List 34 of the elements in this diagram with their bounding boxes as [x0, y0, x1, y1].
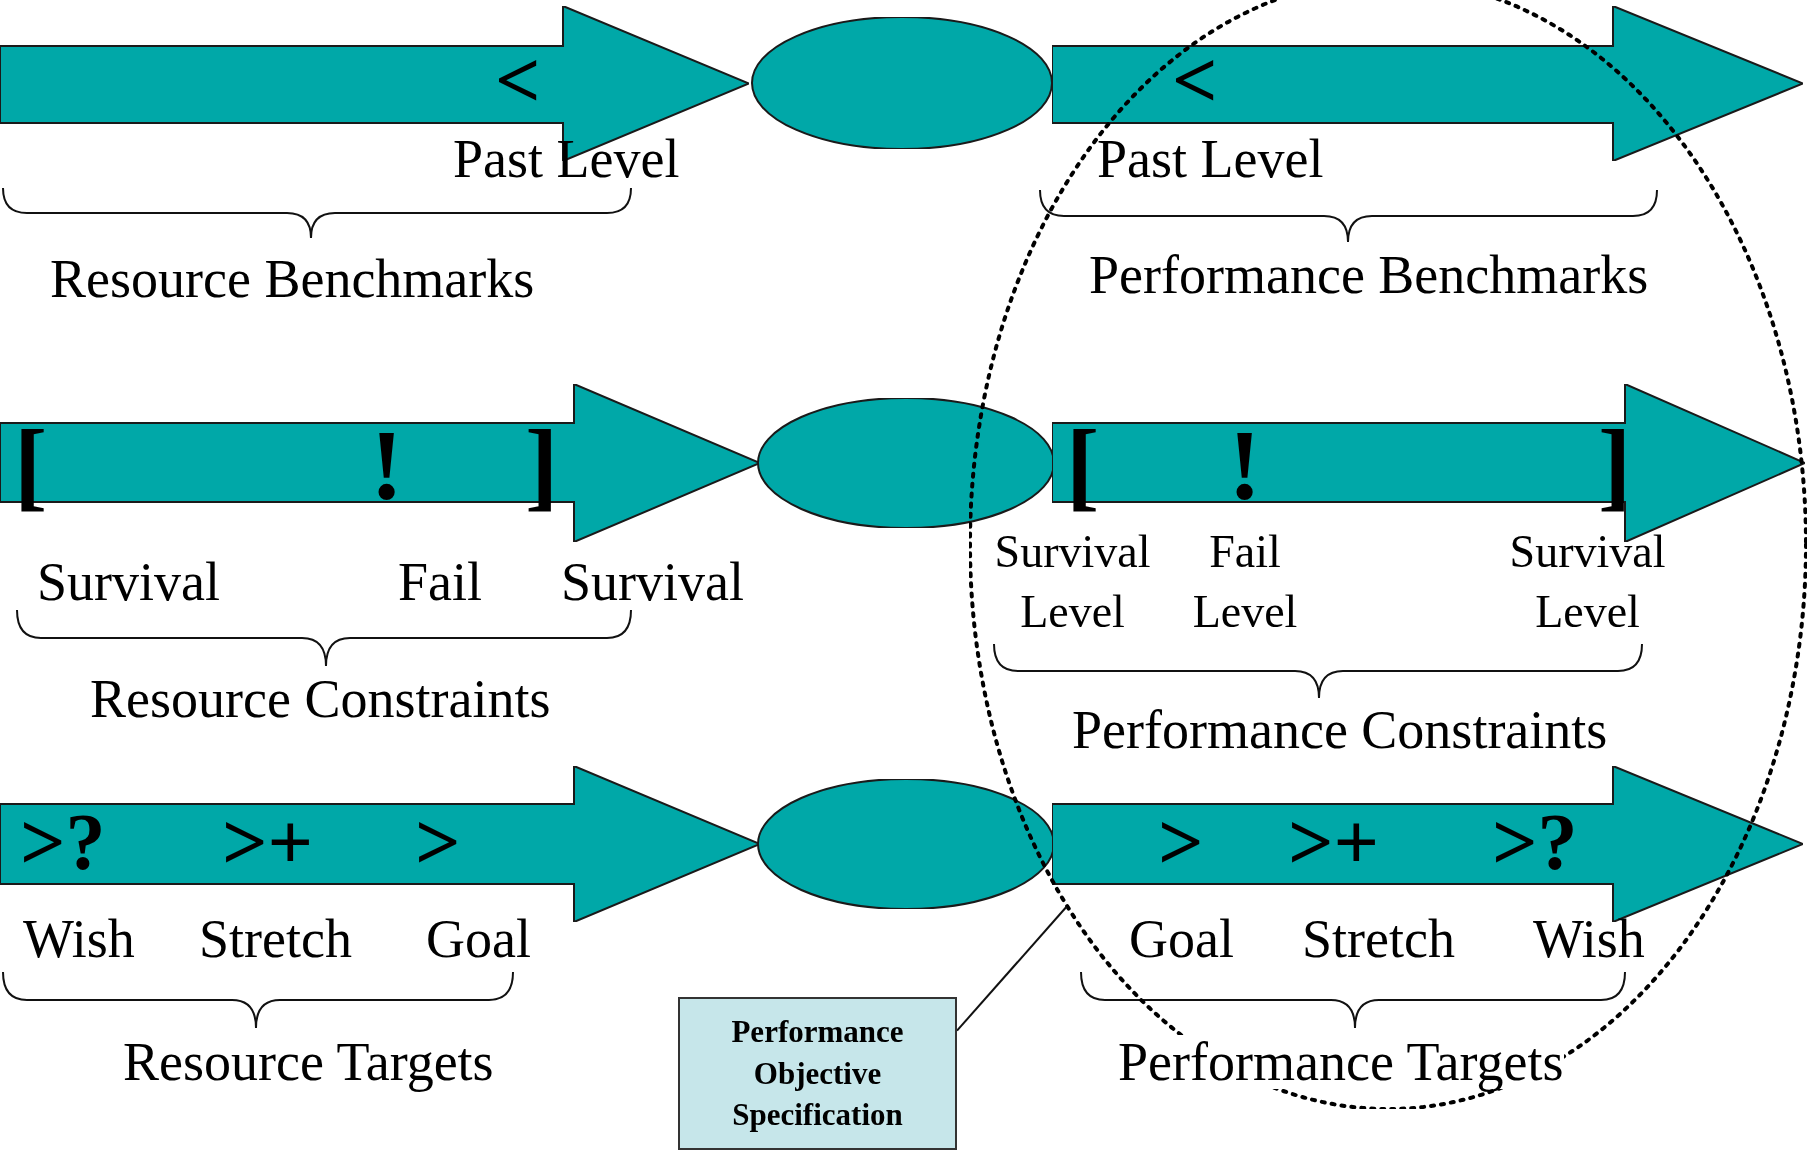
arrow-symbol: >?	[1492, 802, 1578, 882]
label: Past Level	[453, 132, 680, 186]
label: Stretch	[199, 912, 352, 966]
label: Fail	[398, 555, 482, 609]
label: Resource Constraints	[90, 672, 551, 726]
arrow-symbol: !	[370, 415, 404, 515]
arrow-symbol: >	[1158, 802, 1204, 882]
leader-line	[956, 905, 1068, 1032]
arrow-symbol: [	[1066, 415, 1100, 515]
arrow-symbol: ]	[525, 415, 559, 515]
label: Survival	[561, 555, 744, 609]
arrow-symbol: !	[1228, 415, 1262, 515]
label: Survival Level	[993, 525, 1152, 639]
label: Wish	[1533, 912, 1645, 966]
arrow-symbol: ]	[1598, 415, 1632, 515]
arrow-symbol: [	[14, 415, 48, 515]
label: Performance Benchmarks	[1089, 248, 1649, 302]
label: Past Level	[1097, 132, 1324, 186]
arrow-symbol: >+	[222, 802, 314, 882]
label: Survival Level	[1508, 525, 1667, 639]
arrow-symbol: <	[495, 40, 541, 120]
label: Survival	[37, 555, 220, 609]
label: Wish	[23, 912, 135, 966]
label: Performance Constraints	[1072, 703, 1608, 757]
label: Resource Benchmarks	[50, 252, 535, 306]
arrow-symbol: >	[415, 802, 461, 882]
label: Stretch	[1302, 912, 1455, 966]
label: Goal	[426, 912, 531, 966]
specification-box: Performance Objective Specification	[678, 997, 957, 1150]
arrow-symbol: <	[1172, 40, 1218, 120]
label: Fail Level	[1191, 525, 1299, 639]
arrow-symbol: >?	[20, 802, 106, 882]
arrow-symbol: >+	[1288, 802, 1380, 882]
label: Goal	[1129, 912, 1234, 966]
